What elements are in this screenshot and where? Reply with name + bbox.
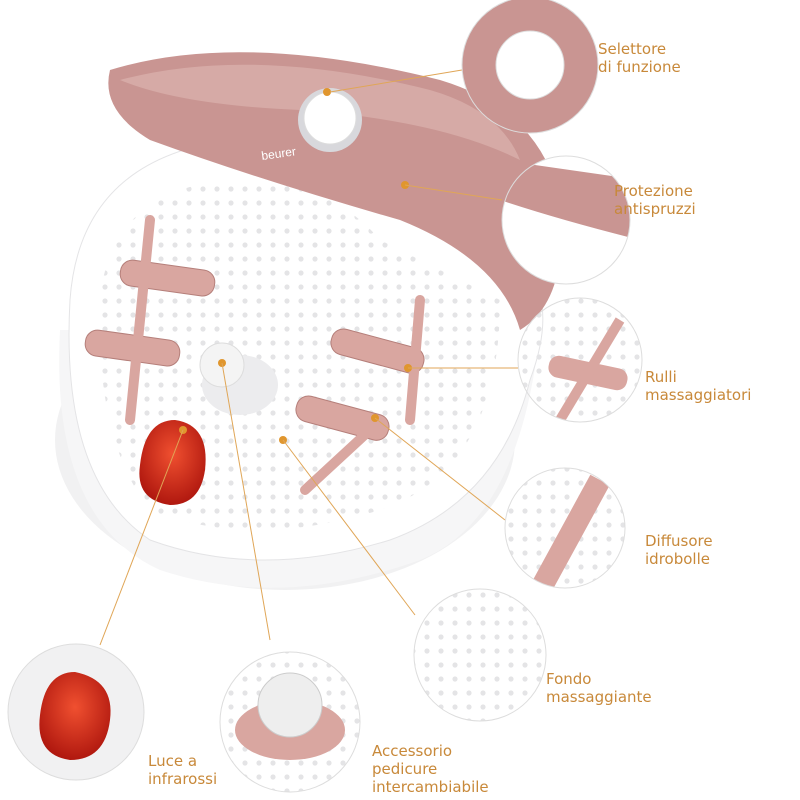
label-line: idrobolle (645, 550, 710, 568)
detail-bubbles (505, 468, 625, 588)
label-line: pedicure (372, 760, 438, 778)
detail-pedicure (220, 652, 360, 792)
label-line: intercambiabile (372, 778, 489, 796)
label-line: massaggiante (546, 688, 652, 706)
svg-text:beurer: beurer (260, 144, 296, 163)
callout-lines (99, 69, 518, 646)
label-line: Rulli (645, 368, 677, 386)
label-line: Luce a (148, 752, 198, 770)
detail-bottom (414, 589, 546, 721)
label-line: massaggiatori (645, 386, 752, 404)
foot-spa-device: beurer (55, 52, 562, 590)
label-line: Protezione (614, 182, 693, 200)
label-line: Fondo (546, 670, 592, 688)
detail-splash (502, 156, 630, 284)
detail-selector (462, 0, 598, 133)
label-line: di funzione (598, 58, 681, 76)
label-line: antispruzzi (614, 200, 696, 218)
detail-infrared (8, 644, 144, 780)
label-line: Diffusore (645, 532, 713, 550)
detail-rollers (518, 298, 642, 422)
label-line: infrarossi (148, 770, 218, 788)
label-line: Accessorio (372, 742, 453, 760)
label-line: Selettore (598, 40, 667, 58)
